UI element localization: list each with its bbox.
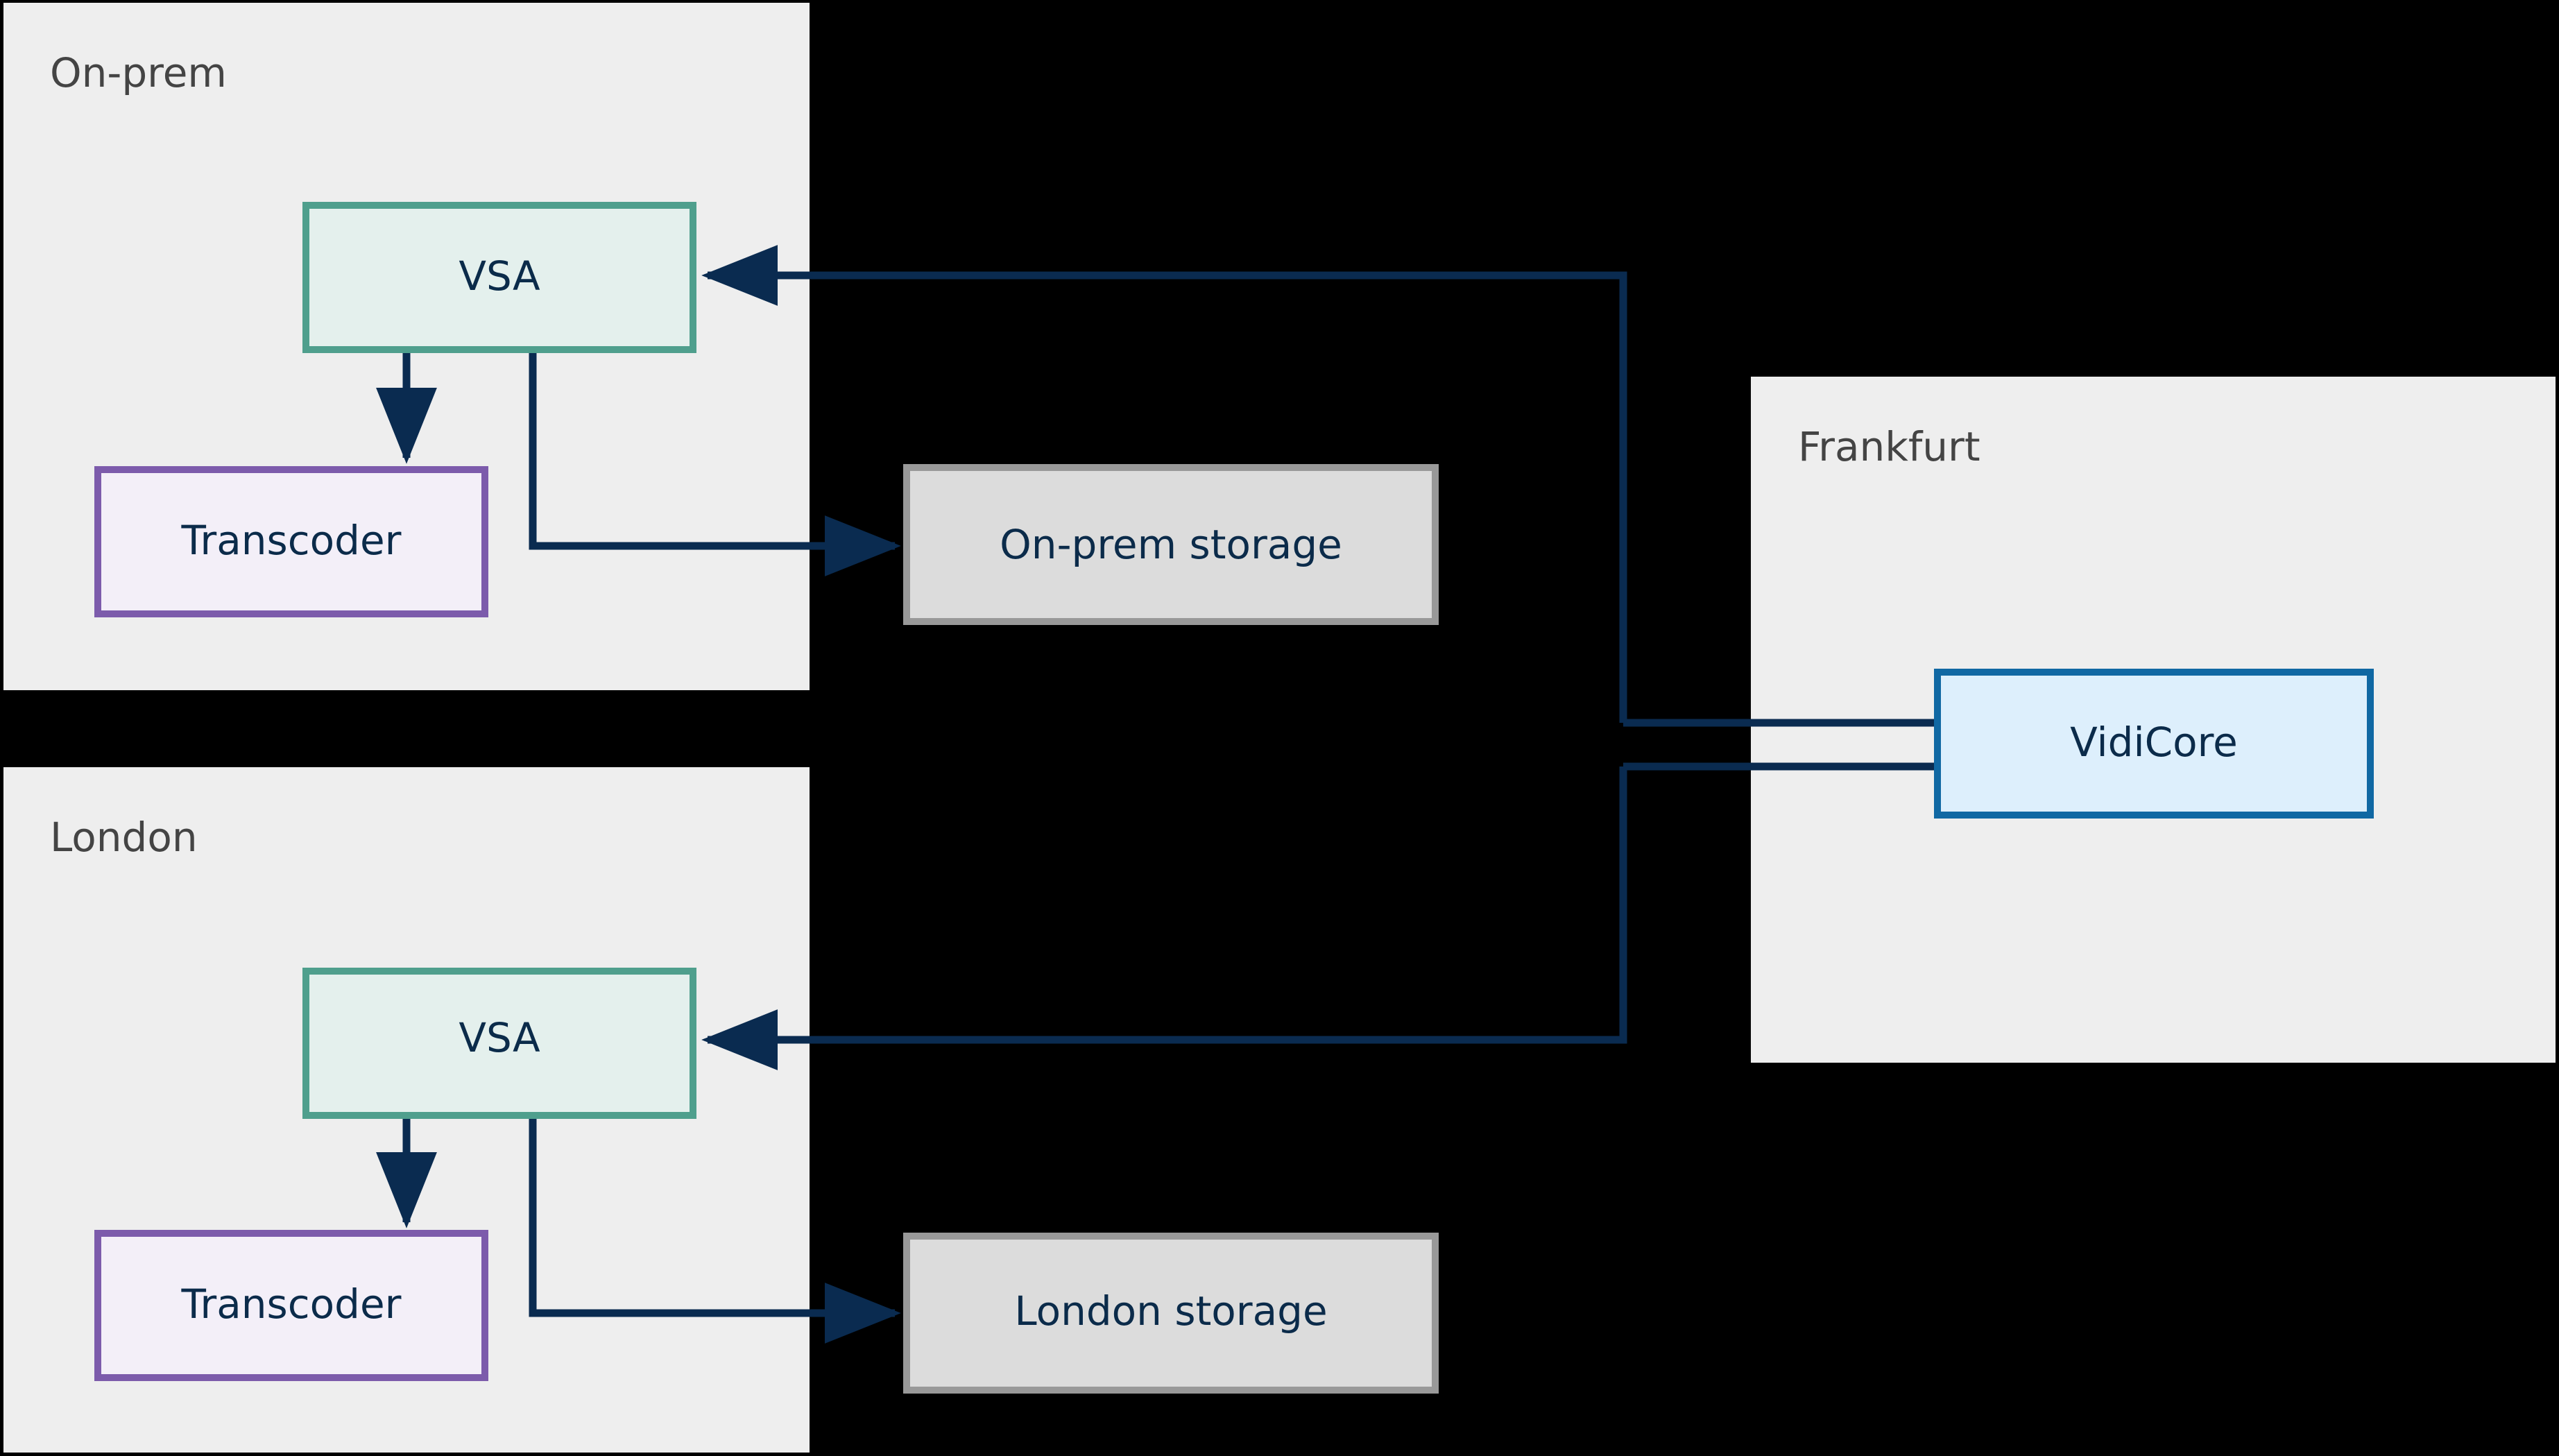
london-storage-box[interactable]: [903, 1233, 1439, 1394]
on-prem-storage-box[interactable]: [903, 464, 1439, 625]
transcoder-london-label: Transcoder: [181, 1281, 402, 1328]
node-vsa-on-prem[interactable]: VSA: [302, 202, 696, 353]
connector-vidicore-to-vsa-london: [701, 766, 1627, 1070]
on-prem-storage-label: On-prem storage: [1000, 521, 1342, 568]
node-on-prem-storage[interactable]: On-prem storage: [903, 464, 1439, 625]
node-vsa-london[interactable]: VSA: [302, 968, 696, 1119]
node-london-storage[interactable]: London storage: [903, 1233, 1439, 1394]
connector-vsa-to-storage-london: [529, 1115, 901, 1344]
london-storage-label: London storage: [1014, 1287, 1327, 1335]
node-vidicore[interactable]: VidiCore: [1934, 669, 2374, 819]
transcoder-on-prem-label: Transcoder: [181, 517, 402, 564]
vidicore-box[interactable]: [1934, 669, 2374, 819]
group-on-prem-label: On-prem: [50, 49, 227, 96]
vsa-london-label: VSA: [459, 1014, 540, 1061]
vsa-on-prem-label: VSA: [459, 252, 540, 300]
group-london-label: London: [50, 814, 198, 861]
node-transcoder-london[interactable]: Transcoder: [94, 1230, 488, 1381]
connector-vsa-to-storage-on-prem: [529, 352, 901, 576]
vidicore-label: VidiCore: [2070, 719, 2238, 766]
transcoder-london-box[interactable]: [94, 1230, 488, 1381]
node-transcoder-on-prem[interactable]: Transcoder: [94, 466, 488, 617]
group-frankfurt-label: Frankfurt: [1798, 423, 1980, 470]
connector-layer: [376, 245, 1937, 1344]
vsa-on-prem-box[interactable]: [302, 202, 696, 353]
connector-vidicore-to-vsa-on-prem: [701, 245, 1627, 723]
vsa-london-box[interactable]: [302, 968, 696, 1119]
transcoder-on-prem-box[interactable]: [94, 466, 488, 617]
